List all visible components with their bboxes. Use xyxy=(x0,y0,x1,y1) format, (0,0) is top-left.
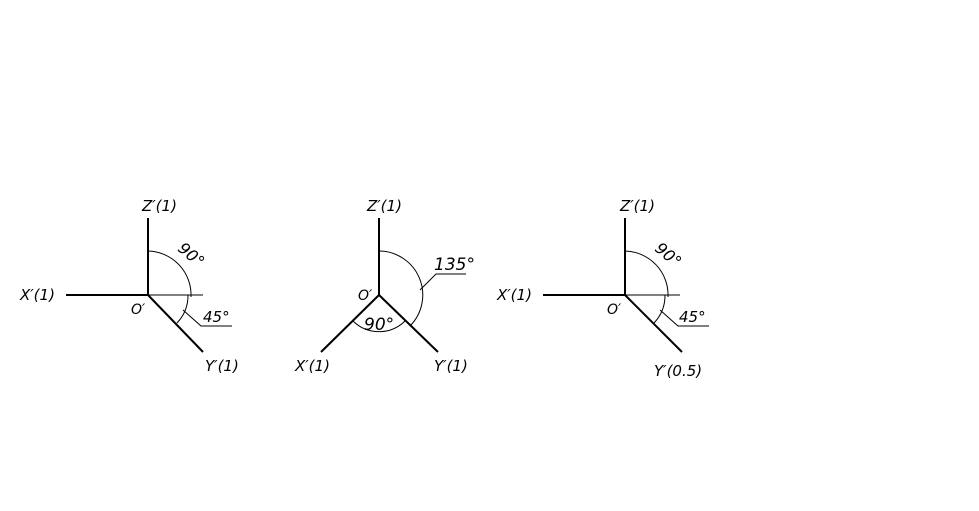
y-axis-label: Y′(1) xyxy=(434,357,468,375)
y-axis xyxy=(378,294,439,353)
angle-label-135: 135° xyxy=(434,255,475,275)
leader-line-45 xyxy=(659,309,709,327)
y-axis-label: Y′(1) xyxy=(205,357,239,375)
angle-arc-135 xyxy=(378,250,424,327)
angle-arc-45 xyxy=(176,294,189,324)
origin-label: O′ xyxy=(131,302,146,318)
x-axis-label: X′(1) xyxy=(294,357,330,375)
origin-label: O′ xyxy=(607,302,622,318)
diagram-3: Z′(1) X′(1) Y′(0.5) O′ 90° 45° xyxy=(496,197,709,380)
x-axis-label: X′(1) xyxy=(496,286,532,304)
angle-label-90: 90° xyxy=(364,315,394,335)
diagram-2: Z′(1) X′(1) Y′(1) O′ 135° 90° xyxy=(294,197,475,375)
diagram-1: Z′(1) X′(1) Y′(1) O′ 90° 45° xyxy=(19,197,239,375)
y-axis xyxy=(624,294,683,353)
angle-arc-90 xyxy=(352,320,406,333)
angle-arc-90 xyxy=(624,250,669,298)
angle-label-45: 45° xyxy=(203,308,230,326)
y-axis xyxy=(147,294,204,353)
angle-arc-45 xyxy=(653,294,666,324)
origin-label: O′ xyxy=(358,288,373,304)
leader-line-45 xyxy=(182,309,232,327)
leader-line-135 xyxy=(419,273,466,291)
angle-arc-90 xyxy=(147,250,192,298)
angle-label-90: 90° xyxy=(174,238,208,271)
z-axis-label: Z′(1) xyxy=(619,197,655,215)
angle-label-45: 45° xyxy=(679,308,706,326)
z-axis-label: Z′(1) xyxy=(141,197,177,215)
y-axis-label: Y′(0.5) xyxy=(654,362,702,380)
x-axis xyxy=(320,294,380,353)
z-axis-label: Z′(1) xyxy=(366,197,402,215)
angle-label-90: 90° xyxy=(651,238,685,271)
x-axis-label: X′(1) xyxy=(19,286,55,304)
